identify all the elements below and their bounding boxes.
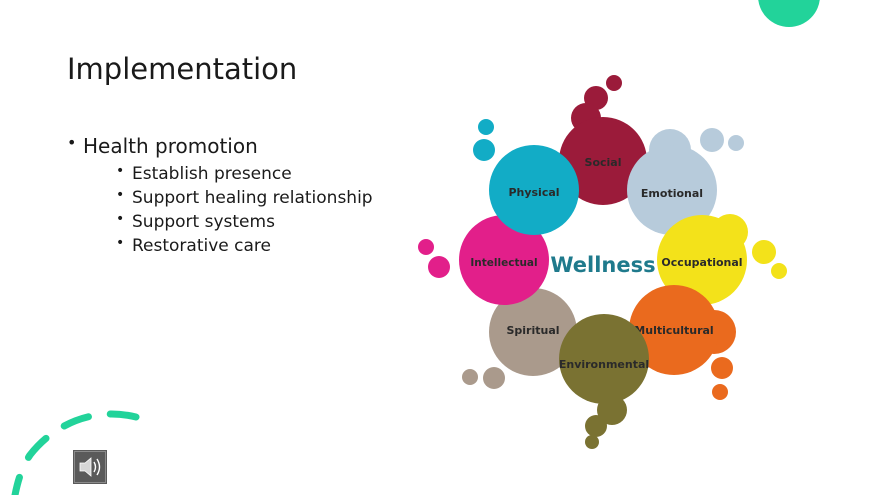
bubble — [606, 75, 622, 91]
petal-label: Multicultural — [634, 324, 713, 337]
bullet-text: Health promotion — [83, 134, 258, 158]
wellness-wheel-diagram: Social Emotional Occupational Multicultu… — [418, 75, 787, 449]
petal-label: Environmental — [559, 358, 649, 371]
petal-multicultural: Multicultural — [629, 285, 719, 375]
petal-social: Social — [559, 117, 647, 205]
bubble — [711, 357, 733, 379]
bullet-item: Health promotion Establish presence Supp… — [67, 129, 373, 258]
bubble — [771, 263, 787, 279]
petal-circle — [489, 145, 579, 235]
petal-circle — [459, 215, 549, 305]
speaker-icon[interactable] — [73, 450, 107, 484]
petal-circle — [559, 314, 649, 404]
petal-circle — [489, 288, 577, 376]
petal-spiritual: Spiritual — [489, 288, 577, 376]
sub-bullet-list: Establish presence Support healing relat… — [83, 159, 373, 258]
sub-bullet-item: Restorative care — [116, 231, 373, 258]
petal-label: Intellectual — [470, 257, 537, 269]
petal-label: Emotional — [641, 187, 703, 200]
bubble — [418, 239, 434, 255]
petal-circle — [627, 145, 717, 235]
petal-circle — [657, 215, 747, 305]
petal-label: Social — [585, 156, 622, 169]
decor-dashed-arc — [11, 410, 140, 495]
petal-intellectual: Intellectual — [459, 215, 549, 305]
petal-label: Occupational — [661, 256, 742, 269]
bubble — [585, 415, 607, 437]
bubble — [752, 240, 776, 264]
bullet-list: Health promotion Establish presence Supp… — [67, 129, 373, 258]
petal-environmental: Environmental — [559, 314, 649, 404]
corner-accent-circle — [758, 0, 820, 27]
bubble — [712, 384, 728, 400]
slide-title: Implementation — [67, 52, 298, 86]
sub-bullet-item: Support healing relationship — [116, 183, 373, 210]
sub-bullet-item: Support systems — [116, 207, 373, 234]
bubble — [728, 135, 744, 151]
bubble — [473, 139, 495, 161]
petal-circle — [559, 117, 647, 205]
petal-label: Spiritual — [506, 324, 559, 337]
petal-physical: Physical — [489, 145, 579, 235]
bubble — [428, 256, 450, 278]
bubble — [700, 128, 724, 152]
petal-occupational: Occupational — [657, 215, 747, 305]
bubble — [462, 369, 478, 385]
center-label: Wellness — [550, 253, 655, 277]
sub-bullet-item: Establish presence — [116, 159, 373, 186]
bubble — [585, 435, 599, 449]
petal-emotional: Emotional — [627, 145, 717, 235]
petal-circle — [629, 285, 719, 375]
petal-label: Physical — [508, 186, 559, 199]
bubble — [478, 119, 494, 135]
bubble — [483, 367, 505, 389]
